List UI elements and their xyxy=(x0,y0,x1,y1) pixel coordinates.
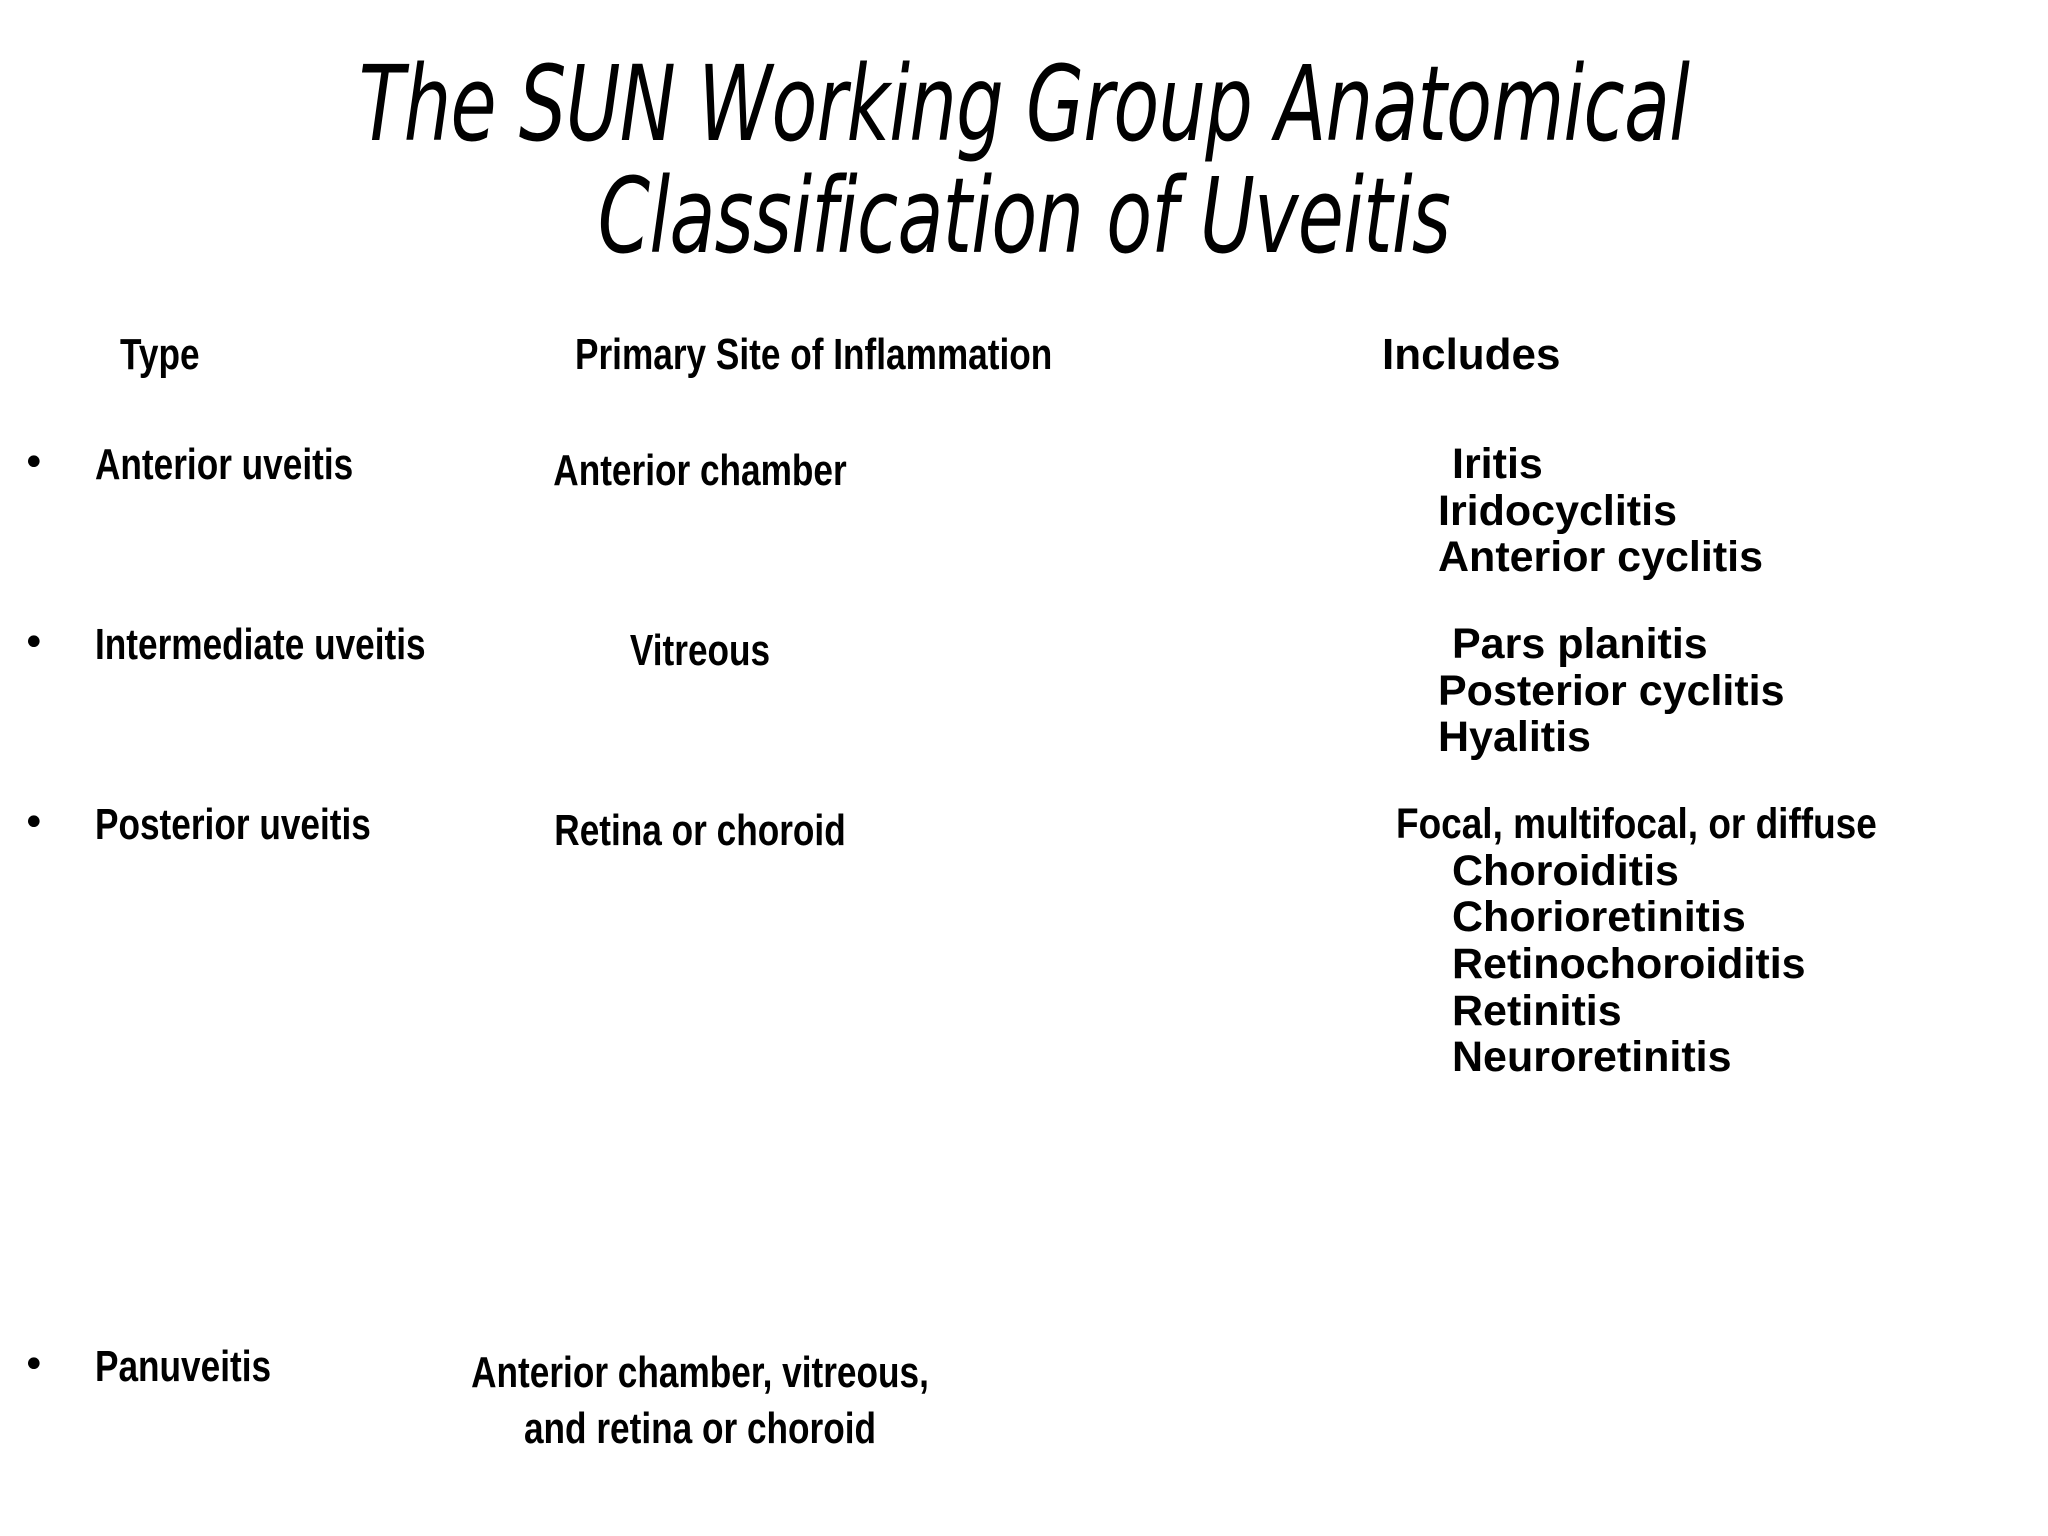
row-type: Intermediate uveitis xyxy=(95,620,426,669)
title-line-1: The SUN Working Group Anatomical xyxy=(358,43,1690,165)
row-includes: Iritis Iridocyclitis Anterior cyclitis xyxy=(1438,441,1763,581)
row-site: Vitreous xyxy=(629,626,771,675)
row-site: Anterior chamber, vitreous, and retina o… xyxy=(420,1345,980,1458)
includes-item: Focal, multifocal, or diffuse xyxy=(1396,800,1877,848)
includes-item: Posterior cyclitis xyxy=(1438,666,1785,715)
bullet-icon: • xyxy=(22,440,46,486)
includes-item: Iridocyclitis xyxy=(1438,486,1677,535)
row-type: Posterior uveitis xyxy=(95,800,371,849)
row-includes: Focal, multifocal, or diffuse Choroiditi… xyxy=(1396,801,1955,1082)
bullet-icon: • xyxy=(22,1342,46,1388)
row-site: Anterior chamber xyxy=(553,446,847,495)
includes-item: Anterior cyclitis xyxy=(1438,533,1763,582)
includes-item: Retinitis xyxy=(1452,986,1622,1035)
bullet-icon: • xyxy=(22,620,46,666)
row-site-line-2: and retina or choroid xyxy=(523,1404,877,1454)
includes-item: Iritis xyxy=(1452,440,1543,488)
includes-item: Chorioretinitis xyxy=(1452,893,1746,942)
includes-item: Pars planitis xyxy=(1452,620,1708,668)
row-type: Anterior uveitis xyxy=(95,440,354,489)
column-header-site: Primary Site of Inflammation xyxy=(575,330,1053,379)
column-header-includes: Includes xyxy=(1382,330,1561,379)
bullet-icon: • xyxy=(22,800,46,846)
row-type: Panuveitis xyxy=(95,1342,272,1391)
includes-item: Neuroretinitis xyxy=(1452,1033,1732,1082)
includes-item: Choroiditis xyxy=(1452,846,1679,895)
row-includes: Pars planitis Posterior cyclitis Hyaliti… xyxy=(1438,621,1785,761)
column-header-type: Type xyxy=(120,330,200,379)
row-site: Retina or choroid xyxy=(554,806,846,855)
includes-item: Retinochoroiditis xyxy=(1452,939,1806,988)
includes-item: Hyalitis xyxy=(1438,713,1591,762)
page-title: The SUN Working Group Anatomical Classif… xyxy=(287,48,1762,273)
row-site-line-1: Anterior chamber, vitreous, xyxy=(471,1348,929,1397)
title-line-2: Classification of Uveitis xyxy=(597,155,1451,278)
